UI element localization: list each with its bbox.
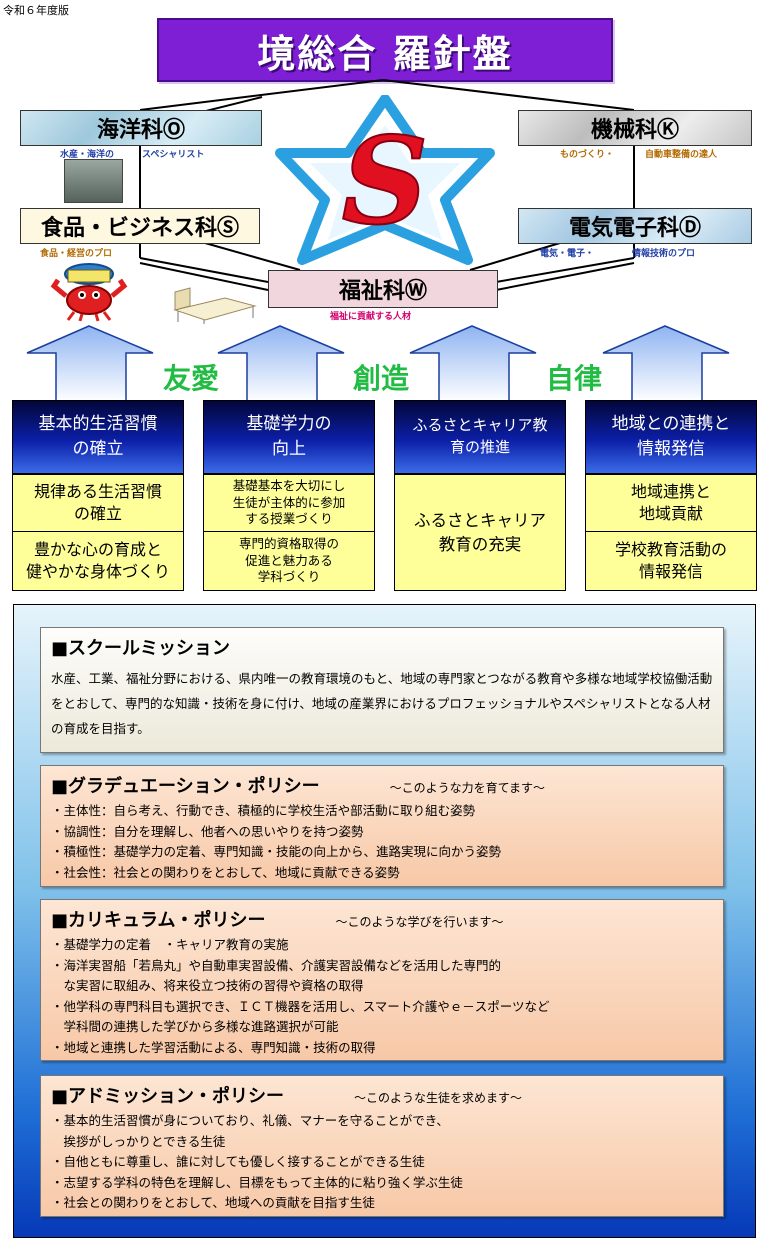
dept-fukushi-label: 福祉科Ⓦ (268, 270, 498, 308)
curriculum-item: 学科間の連携した学びから多様な進路選択が可能 (51, 1019, 339, 1034)
pillar-1-box-2: 豊かな心の育成と 健やかな身体づくり (12, 531, 184, 591)
connector-lines (139, 79, 635, 291)
dept-kikai-subtitle-b: 自動車整備の達人 (645, 150, 718, 160)
dept-kaiyo-label: 海洋科Ⓞ (20, 110, 262, 146)
dept-shoku-label: 食品・ビジネス科Ⓢ (20, 208, 260, 244)
ship-photo (64, 159, 123, 203)
value-souzou: 創造 (353, 362, 410, 395)
mission-title: ■スクールミッション (51, 638, 231, 659)
dept-kaiyo-subtitle-b: スペシャリスト (142, 150, 205, 160)
graduation-policy-note: ～このような力を育てます～ (389, 781, 546, 795)
admission-item: ・基本的生活習慣が身についており、礼儀、マナーを守ることができ、 (51, 1113, 449, 1128)
admission-policy-title: ■アドミッション・ポリシー (51, 1086, 285, 1107)
pillar-head-2: 基礎学力の 向上 (203, 400, 375, 474)
pillar-4-box-1: 地域連携と 地域貢献 (585, 474, 757, 532)
curriculum-item: な実習に取組み、将来役立つ技術の習得や資格の取得 (51, 978, 364, 993)
curriculum-item: ・地域と連携した学習活動による、専門知識・技術の取得 (51, 1039, 376, 1055)
admission-policy-card: ■アドミッション・ポリシー ～このような生徒を求めます～ ・基本的生活習慣が身に… (40, 1075, 724, 1217)
graduation-item: ・主体性：自ら考え、行動でき、積極的に学校生活や部活動に取り組む姿勢 (51, 803, 476, 818)
graduation-item: ・協調性：自分を理解し、他者への思いやりを持つ姿勢 (51, 823, 364, 839)
dept-fukushi-subtitle: 福祉に貢献する人材 (330, 312, 412, 322)
dept-denki-subtitle-a: 電気・電子・ (540, 249, 595, 259)
pillar-head-1: 基本的生活習慣 の確立 (12, 400, 184, 474)
value-yuai: 友愛 (163, 362, 220, 395)
crab-mascot-icon (50, 263, 128, 322)
value-jiritsu: 自律 (546, 362, 603, 395)
curriculum-item: ・海洋実習船「若鳥丸」や自動車実習設備、介護実習設備などを活用した専門的 (51, 957, 502, 973)
dept-denki-subtitle-b: 情報技術のプロ (632, 249, 696, 259)
admission-item: ・自他ともに尊重し、誰に対しても優しく接することができる生徒 (51, 1154, 425, 1169)
dept-denki-label: 電気電子科Ⓓ (518, 208, 752, 244)
dept-kikai-label: 機械科Ⓚ (518, 110, 752, 146)
graduation-policy-title: ■グラデュエーション・ポリシー (51, 776, 320, 797)
curriculum-policy-note: ～このような学びを行います～ (335, 915, 504, 929)
admission-item: ・社会との関わりをとおして、地域への貢献を目指す生徒 (51, 1195, 375, 1210)
dept-shoku-subtitle: 食品・経営のプロ (40, 249, 113, 259)
graduation-item: ・積極性：基礎学力の定着、専門知識・技能の向上から、進路実現に向かう姿勢 (51, 844, 502, 859)
mission-card: ■スクールミッション 水産、工業、福祉分野における、県内唯一の教育環境のもと、地… (40, 627, 724, 753)
curriculum-policy-card: ■カリキュラム・ポリシー ～このような学びを行います～ ・基礎学力の定着 ・キャ… (40, 899, 724, 1061)
pillar-4-box-2: 学校教育活動の 情報発信 (585, 531, 757, 591)
curriculum-item: ・基礎学力の定着 ・キャリア教育の実施 (51, 937, 289, 952)
curriculum-item: ・他学科の専門科目も選択でき、ＩＣＴ機器を活用し、スマート介護やｅ－スポーツなど (51, 998, 550, 1014)
pillar-head-3: ふるさとキャリア教 育の推進 (394, 400, 566, 474)
admission-item: 挨拶がしっかりとできる生徒 (51, 1133, 226, 1149)
svg-text:S: S (342, 111, 429, 252)
edition-label: 令和６年度版 (3, 4, 69, 17)
pillar-2-box-1: 基礎基本を大切にし 生徒が主体的に参加 する授業づくり (203, 474, 375, 532)
pillar-1-box-1: 規律ある生活習慣 の確立 (12, 474, 184, 532)
curriculum-policy-title: ■カリキュラム・ポリシー (51, 910, 266, 931)
mission-text: 水産、工業、福祉分野における、県内唯一の教育環境のもと、地域の専門家とつながる教… (51, 671, 713, 736)
school-logo-icon: S (275, 95, 495, 265)
pillar-head-4: 地域との連携と 情報発信 (585, 400, 757, 474)
pillar-2-box-2: 専門的資格取得の 促進と魅力ある 学科づくり (203, 531, 375, 591)
graduation-item: ・社会性：社会との関わりをとおして、地域に貢献できる姿勢 (51, 864, 400, 880)
pillar-arrows (26, 325, 730, 403)
admission-item: ・志望する学科の特色を理解し、目標をもって主体的に粘り強く学ぶ生徒 (51, 1174, 463, 1190)
pillar-3-box-1: ふるさとキャリア 教育の充実 (394, 474, 566, 591)
care-bed-icon (173, 287, 257, 324)
dept-kaiyo-subtitle-a: 水産・海洋の (60, 150, 115, 160)
graduation-policy-card: ■グラデュエーション・ポリシー ～このような力を育てます～ ・主体性：自ら考え、… (40, 765, 724, 887)
dept-kikai-subtitle-a: ものづくり・ (560, 150, 615, 160)
admission-policy-note: ～このような生徒を求めます～ (354, 1091, 523, 1105)
